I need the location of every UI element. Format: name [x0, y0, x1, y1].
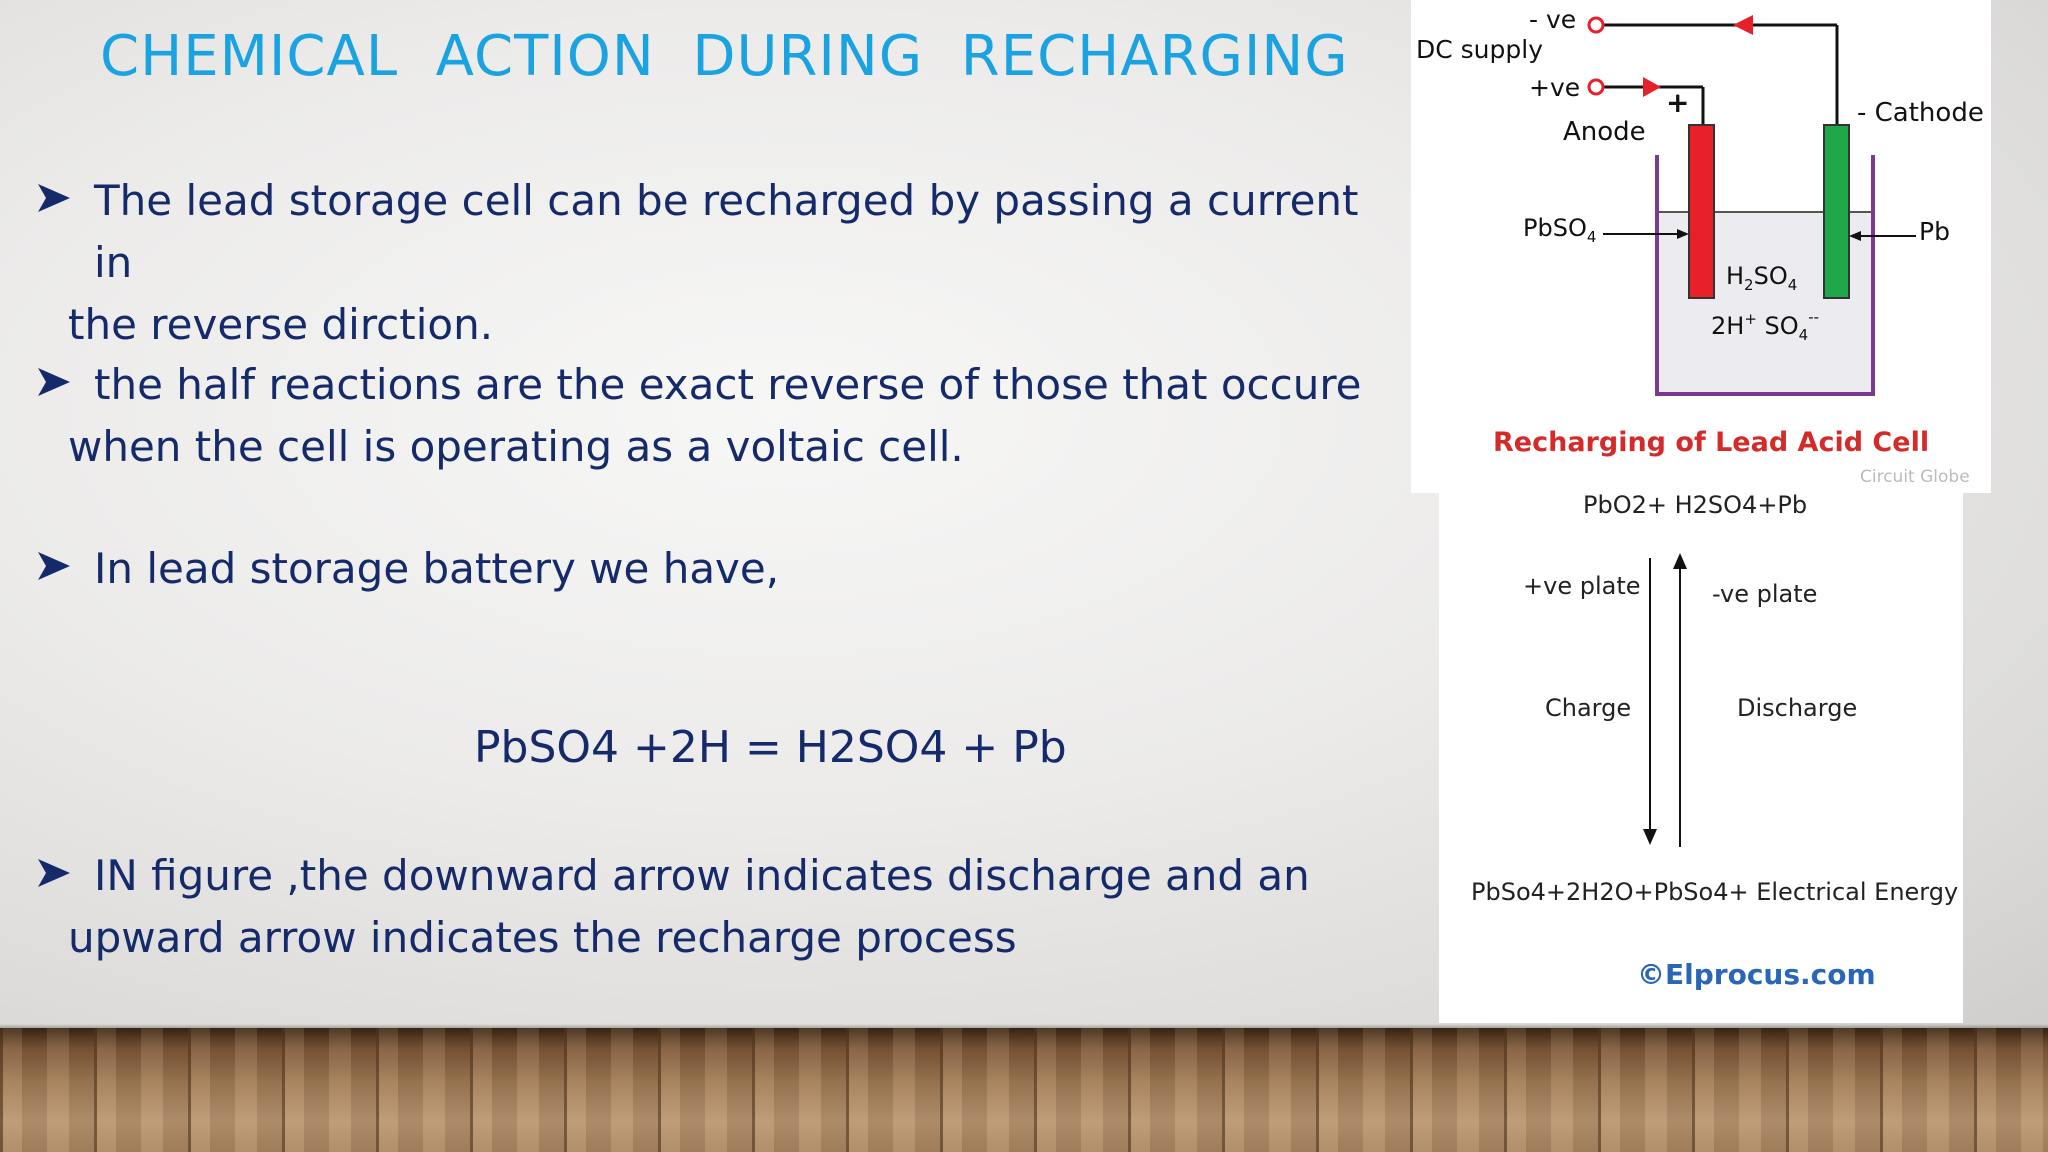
positive-label: +ve	[1529, 73, 1580, 102]
negative-terminal	[1587, 16, 1605, 34]
recharging-cell-figure: - ve DC supply +ve + - Cathode Anode PbS…	[1411, 0, 1991, 493]
bullet-arrow-icon	[38, 859, 70, 887]
negative-label: - ve	[1529, 5, 1576, 34]
negative-plate-label: -ve plate	[1712, 580, 1817, 608]
dc-supply-label: DC supply	[1416, 35, 1543, 64]
bullet-item: the half reactions are the exact reverse…	[34, 354, 1394, 478]
cell-container	[1655, 155, 1875, 396]
bullet-arrow-icon	[38, 552, 70, 580]
bullet-text-line: upward arrow indicates the recharge proc…	[68, 913, 1017, 962]
bullet-arrow-icon	[38, 368, 70, 396]
bottom-formula: PbSo4+2H2O+PbSo4+ Electrical Energy	[1471, 878, 1958, 906]
bullet-arrow-icon	[38, 184, 70, 212]
current-arrow-icon	[1643, 77, 1661, 97]
pbso4-label: PbSO4	[1523, 214, 1596, 246]
watermark: Circuit Globe	[1860, 467, 1970, 487]
top-formula: PbO2+ H2SO4+Pb	[1583, 493, 1807, 519]
slide-title: CHEMICAL ACTION DURING RECHARGING	[100, 24, 1349, 89]
figure-caption: Recharging of Lead Acid Cell	[1493, 427, 1929, 458]
reaction-equation: PbSO4 +2H = H2SO4 + Pb	[474, 722, 1067, 773]
positive-terminal	[1587, 78, 1605, 96]
pointer-arrow-icon	[1677, 229, 1689, 239]
current-arrow-icon	[1733, 15, 1753, 35]
down-arrow-icon	[1643, 829, 1657, 845]
bullet-text-line: when the cell is operating as a voltaic …	[68, 422, 964, 471]
bullet-text-line: the half reactions are the exact reverse…	[94, 360, 1362, 409]
anode-plate	[1688, 124, 1715, 299]
pb-label: Pb	[1919, 217, 1950, 246]
plus-sign: +	[1666, 86, 1689, 119]
charge-cycle-figure: PbO2+ H2SO4+Pb +ve plate -ve plate Charg…	[1439, 491, 1963, 1023]
bullet-item: IN figure ,the downward arrow indicates …	[34, 845, 1394, 969]
positive-plate-label: +ve plate	[1523, 572, 1641, 600]
recharging-cell-diagram: - ve DC supply +ve + - Cathode Anode PbS…	[1416, 5, 1984, 487]
ions-label: 2H+ SO4--	[1711, 308, 1819, 344]
bullet-item: The lead storage cell can be recharged b…	[34, 170, 1394, 356]
bullet-text-line: the reverse dirction.	[68, 300, 494, 349]
up-arrow-icon	[1673, 553, 1687, 569]
cathode-label: - Cathode	[1857, 98, 1984, 128]
charge-label: Charge	[1545, 694, 1631, 722]
pointer-arrow-icon	[1849, 231, 1861, 241]
credit-text: ©Elprocus.com	[1637, 958, 1876, 991]
discharge-label: Discharge	[1737, 694, 1857, 722]
bullet-text-line: IN figure ,the downward arrow indicates …	[94, 851, 1310, 900]
wooden-floor	[0, 1028, 2048, 1152]
cathode-plate	[1823, 124, 1850, 299]
bullet-text-line: The lead storage cell can be recharged b…	[94, 176, 1359, 287]
bullet-text-line: In lead storage battery we have,	[94, 544, 780, 593]
charge-cycle-diagram: PbO2+ H2SO4+Pb +ve plate -ve plate Charg…	[1471, 491, 1958, 991]
h2so4-label: H2SO4	[1726, 262, 1797, 294]
bullet-item: In lead storage battery we have,	[34, 538, 1394, 600]
anode-label: Anode	[1563, 117, 1646, 147]
